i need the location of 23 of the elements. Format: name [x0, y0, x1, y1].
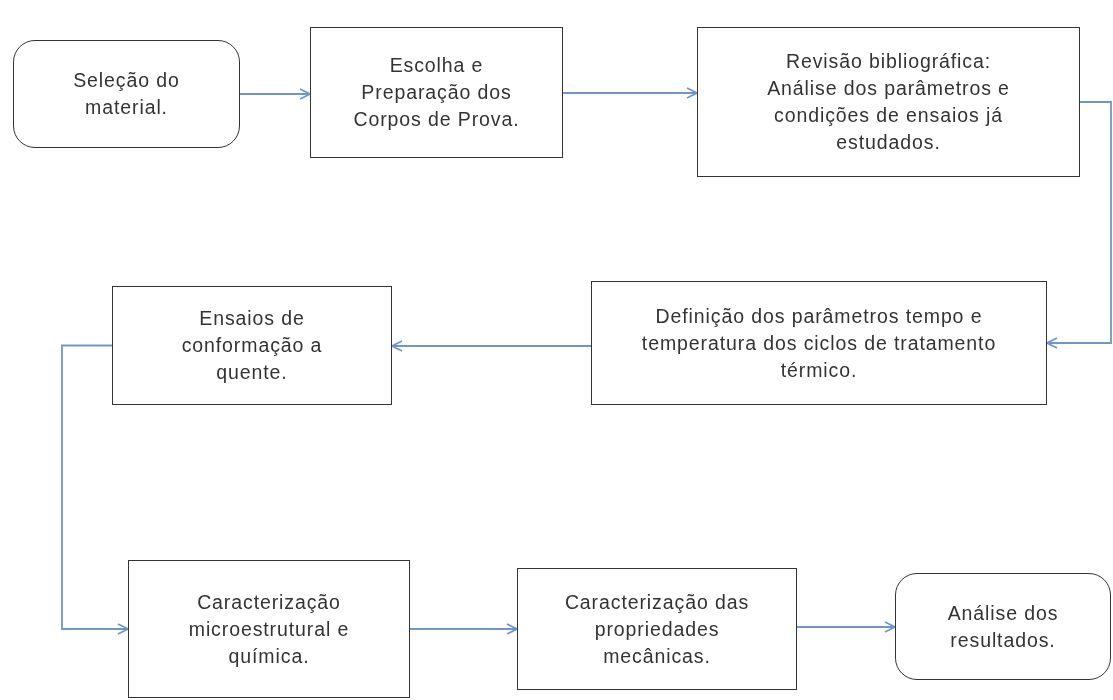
arrow [409, 623, 518, 635]
box-label: Caracterização microestrutural e química. [187, 589, 351, 669]
process-box [517, 568, 797, 690]
process-box [128, 560, 410, 698]
box-label: Seleção do material. [72, 68, 181, 120]
box-label: Definição dos parâmetros tempo e temperatura dos ciclos de tratamento térmico. [640, 303, 998, 383]
arrow [796, 621, 896, 633]
terminal-box [895, 573, 1111, 680]
box-label: Ensaios de conformação a quente. [180, 306, 324, 385]
arrow [61, 344, 129, 635]
process-box [591, 281, 1047, 405]
terminal-box [13, 40, 240, 148]
arrow [239, 88, 311, 100]
process-box [112, 286, 392, 405]
box-label: Escolha e Preparação dos Corpos de Prova. [352, 53, 521, 132]
box-label: Revisão bibliográfica: Análise dos parâmetros e condições de ensaios já estudados. [766, 49, 1011, 155]
box-label: Análise dos resultados. [946, 600, 1060, 653]
arrow [391, 340, 592, 352]
arrow [1046, 101, 1112, 349]
box-label: Caracterização das propriedades mecânicas. [563, 589, 751, 669]
arrow [562, 87, 698, 99]
process-box [310, 27, 563, 158]
process-box [697, 27, 1080, 177]
